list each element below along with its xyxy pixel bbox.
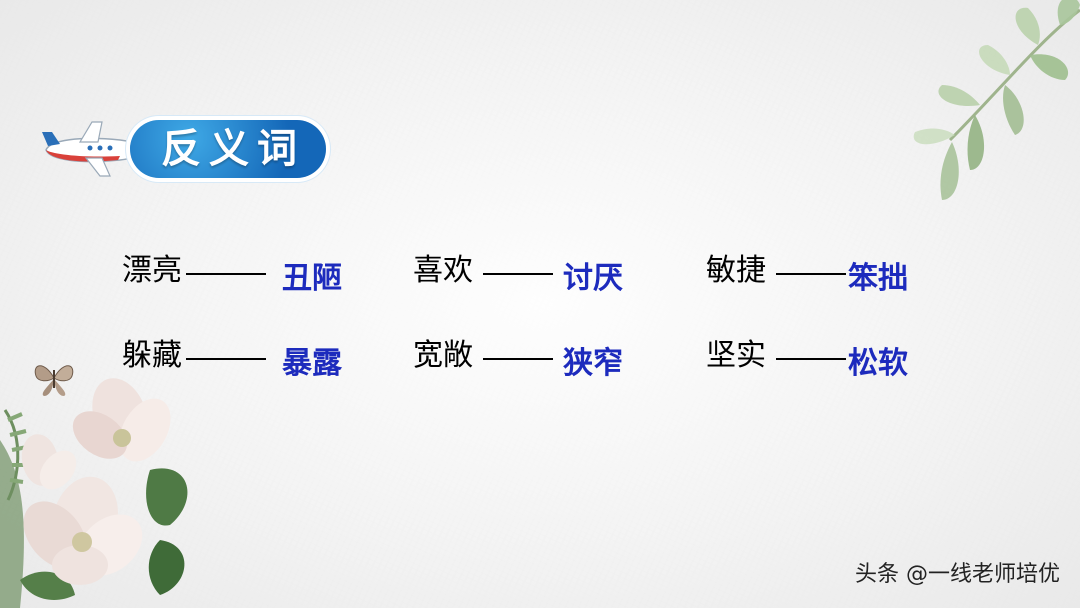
antonym-text: 笨拙: [848, 261, 908, 296]
watermark-text: 头条 @一线老师培优: [855, 562, 1060, 587]
antonym-text: 讨厌: [563, 261, 623, 296]
page-title: 反义词: [161, 126, 305, 172]
title-pill: [130, 120, 326, 178]
dash-line: [186, 273, 266, 275]
antonym-text: 丑陋: [282, 261, 342, 296]
dash-line: [776, 358, 846, 360]
dash-line: [186, 358, 266, 360]
word-text: 坚实: [706, 338, 766, 373]
dash-line: [483, 358, 553, 360]
word-text: 喜欢: [413, 253, 473, 288]
dash-line: [776, 273, 846, 275]
word-text: 漂亮: [122, 253, 182, 288]
antonym-pair-1: 漂亮 丑陋: [122, 251, 362, 296]
word-text: 敏捷: [706, 253, 766, 288]
butterfly-icon: [34, 365, 74, 396]
leaf-branch-icon: [913, 0, 1080, 200]
title-banner: 反义词: [40, 118, 326, 182]
antonym-pair-3: 敏捷 笨拙: [706, 251, 946, 296]
antonym-pair-5: 宽敞 狭窄: [413, 336, 653, 381]
airplane-icon: [42, 121, 145, 177]
antonym-text: 狭窄: [563, 346, 623, 381]
word-text: 宽敞: [413, 338, 473, 373]
antonym-text: 暴露: [282, 346, 342, 381]
magnolia-flower-icon: [0, 378, 188, 608]
antonym-pair-2: 喜欢 讨厌: [413, 251, 653, 296]
antonym-pair-6: 坚实 松软: [706, 336, 946, 381]
antonym-text: 松软: [848, 346, 908, 381]
word-text: 躲藏: [122, 338, 182, 373]
dash-line: [483, 273, 553, 275]
antonym-pair-4: 躲藏 暴露: [122, 336, 362, 381]
